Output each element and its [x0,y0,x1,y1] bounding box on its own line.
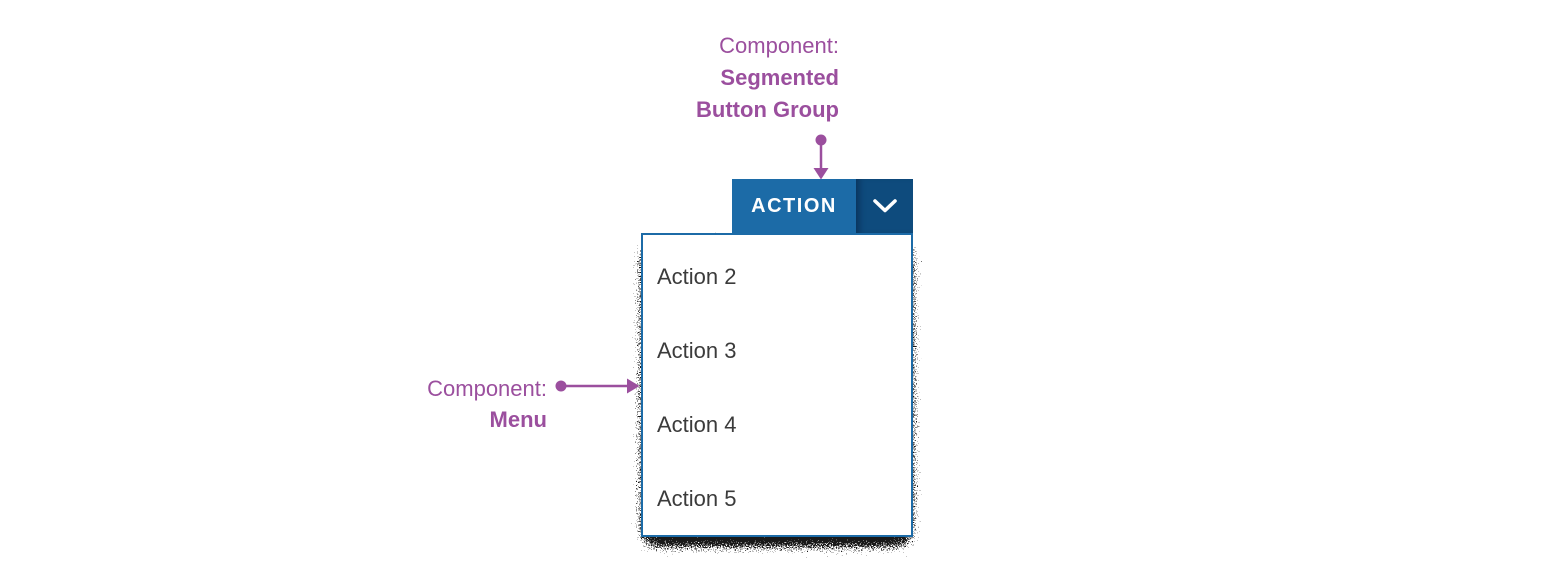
action-button[interactable]: ACTION [732,179,856,233]
annotation-component-name: Segmented [720,65,839,90]
annotation-prefix: Component: [427,376,547,401]
dropdown-toggle-button[interactable] [856,179,913,233]
menu-item[interactable]: Action 5 [657,486,737,511]
annotation-arrowhead [813,168,829,180]
annotation-dot [555,380,567,392]
action-menu: Action 2 Action 3 Action 4 Action 5 [641,233,913,537]
annotation-dot [815,134,827,146]
annotation-segmented-button-group: Component: Segmented Button Group [696,30,839,126]
menu-item[interactable]: Action 2 [657,264,737,289]
segmented-button-group: ACTION [732,179,913,233]
annotation-arrowhead [627,378,640,394]
annotation-component-name: Button Group [696,97,839,122]
annotation-menu: Component: Menu [427,373,547,435]
annotation-prefix: Component: [719,33,839,58]
chevron-down-icon [872,199,897,213]
menu-item[interactable]: Action 3 [657,338,737,363]
annotation-component-name: Menu [489,407,547,432]
menu-item[interactable]: Action 4 [657,412,737,437]
